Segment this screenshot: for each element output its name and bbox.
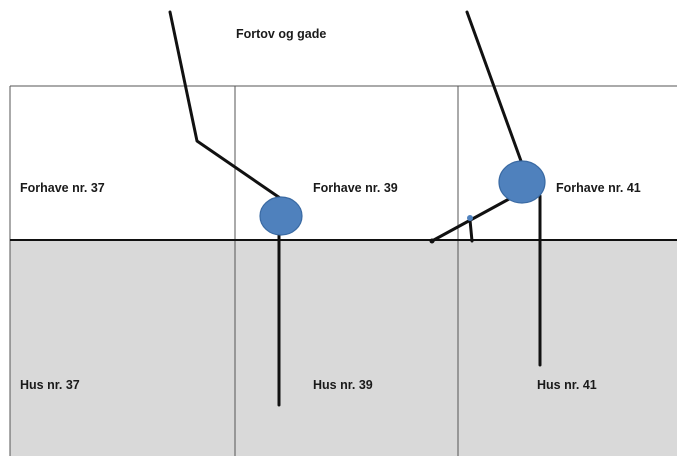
house-label-41: Hus nr. 41 xyxy=(537,378,597,392)
yard-label-37: Forhave nr. 37 xyxy=(20,181,105,195)
tree-icon-nr-39 xyxy=(259,196,303,236)
branch-end-dot xyxy=(429,238,435,244)
tree-icon-nr-41 xyxy=(498,160,546,204)
house-label-39: Hus nr. 39 xyxy=(313,378,373,392)
branch-stub xyxy=(468,218,474,243)
street-label: Fortov og gade xyxy=(236,27,326,41)
trace-line-right xyxy=(465,10,523,163)
houses-area xyxy=(10,240,677,456)
yard-label-39: Forhave nr. 39 xyxy=(313,181,398,195)
house-label-37: Hus nr. 37 xyxy=(20,378,80,392)
trace-line-left xyxy=(168,10,282,200)
yard-label-41: Forhave nr. 41 xyxy=(556,181,641,195)
branch-node xyxy=(467,215,473,221)
